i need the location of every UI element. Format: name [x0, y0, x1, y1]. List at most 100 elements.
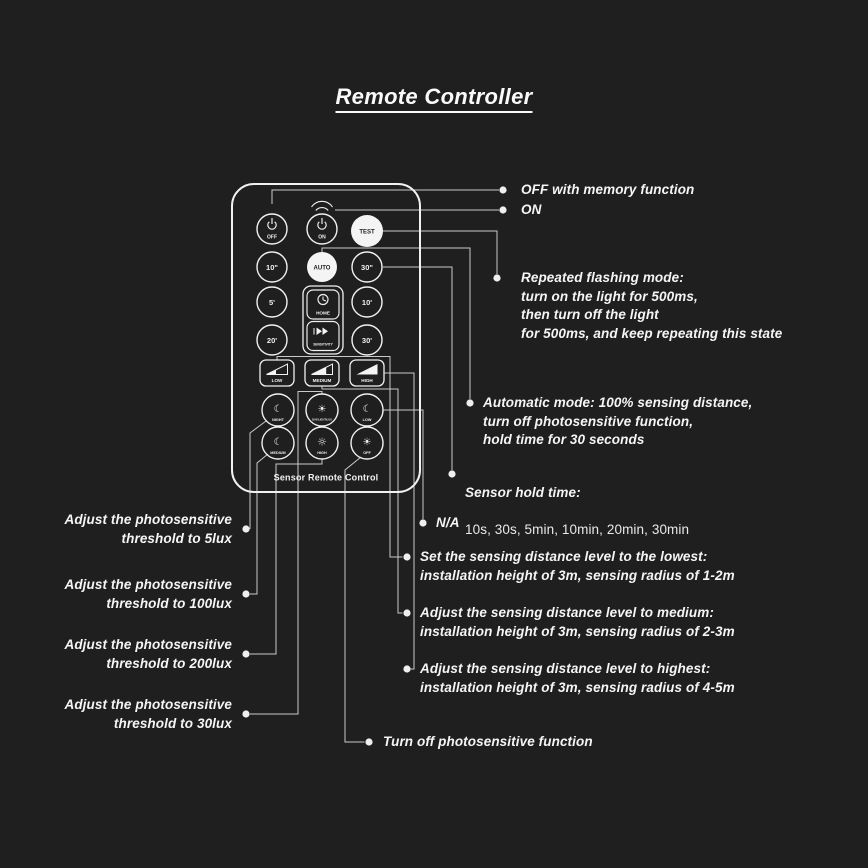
callout-line-lux5 [249, 420, 267, 529]
callout-line-lux200 [250, 459, 323, 655]
timer-5m-label: 5' [269, 298, 275, 307]
annotation-distance-high: Adjust the sensing distance level to hig… [420, 661, 735, 695]
sun-icon: ☀ [318, 404, 327, 415]
remote-body [231, 183, 421, 493]
callout-line-flashing [383, 230, 498, 274]
callout-dot-automatic [466, 399, 474, 407]
callout-line-lux30 [250, 391, 323, 715]
sun-outline-icon: ☼ [317, 436, 327, 449]
power-icon [267, 218, 277, 230]
test-button: TEST [351, 215, 383, 247]
timer-30m-label: 30' [362, 336, 372, 345]
annotation-lux5: Adjust the photosensitive threshold to 5… [64, 512, 232, 546]
callout-dot-photo-off [365, 738, 373, 746]
auto-button: AUTO [307, 252, 337, 282]
signal-waves-icon [311, 200, 333, 211]
moon-icon: ☾ [274, 437, 283, 448]
night-button: ☾ NIGHT [261, 393, 295, 427]
annotation-flashing: Repeated flashing mode: turn on the ligh… [521, 270, 783, 341]
timer-10s-label: 10" [266, 263, 278, 272]
power-icon [317, 218, 327, 230]
sun-icon: ☀ [363, 437, 372, 448]
timer-5m-button: 5' [256, 286, 288, 318]
callout-dot-lux5 [242, 525, 250, 533]
on-button-label: ON [318, 235, 326, 241]
off-button-label: OFF [267, 235, 277, 241]
timer-10m-button: 10' [351, 286, 383, 318]
fast-forward-icon [313, 327, 328, 335]
daylight-button-label: DAY/LIGHT/LUX [312, 418, 332, 422]
home-button: HOME [306, 289, 340, 320]
home-sensitivity-panel [302, 285, 344, 355]
on-button: ON [306, 213, 338, 245]
callout-dot-distance-high [403, 665, 411, 673]
annotation-distance-low: Set the sensing distance level to the lo… [420, 549, 735, 583]
distance-medium-label: MEDIUM [313, 378, 332, 383]
annotation-lux30: Adjust the photosensitive threshold to 3… [64, 697, 232, 731]
callout-dot-na [419, 519, 427, 527]
auto-button-label: AUTO [314, 266, 331, 272]
callout-dot-lux200 [242, 650, 250, 658]
ramp-medium-icon [311, 363, 333, 375]
timer-10s-button: 10" [256, 251, 288, 283]
moon-icon: ☾ [363, 404, 372, 415]
ramp-high-icon [356, 364, 378, 375]
distance-low-button: LOW [259, 359, 295, 387]
distance-high-label: HIGH [361, 378, 373, 383]
callout-dot-lux100 [242, 590, 250, 598]
lux-off-button: ☀ OFF [350, 426, 384, 460]
ramp-low-icon [266, 363, 288, 375]
off-button: OFF [256, 213, 288, 245]
timer-30m-button: 30' [351, 324, 383, 356]
callout-line-photo-off [344, 456, 365, 743]
callout-dot-lux30 [242, 710, 250, 718]
remote-footer-label: Sensor Remote Control [274, 473, 379, 483]
remote-control: OFF ON TEST 10" AUTO [231, 183, 421, 493]
callout-dot-distance-low [403, 553, 411, 561]
callout-dot-distance-medium [403, 609, 411, 617]
callout-dot-on [499, 206, 507, 214]
annotation-distance-medium: Adjust the sensing distance level to med… [420, 605, 735, 639]
callout-line-lux100 [250, 453, 269, 595]
callout-line-distance-medium [321, 386, 403, 614]
lux-high-button: ☼ HIGH [305, 426, 339, 460]
annotation-hold-time-title: Sensor hold time: [465, 484, 581, 500]
callout-line-distance-low [276, 356, 403, 558]
callout-line-automatic [321, 247, 471, 399]
callout-dot-hold-time [448, 470, 456, 478]
timer-20m-label: 20' [267, 336, 277, 345]
clock-icon [317, 293, 329, 306]
callout-dots [242, 186, 507, 746]
timer-30s-button: 30" [351, 251, 383, 283]
distance-low-label: LOW [272, 378, 283, 383]
annotation-photo-off: Turn off photosensitive function [383, 734, 593, 749]
annotation-hold-time-values: 10s, 30s, 5min, 10min, 20min, 30min [465, 521, 690, 537]
lux-off-button-label: OFF [363, 451, 371, 455]
timer-30s-label: 30" [361, 263, 373, 272]
callout-dot-flashing [493, 274, 501, 282]
annotation-on: ON [521, 202, 542, 217]
test-button-label: TEST [359, 230, 375, 236]
timer-10m-label: 10' [362, 298, 372, 307]
sensitivity-button-label: SENSITIVITY [313, 343, 333, 347]
callout-line-na [383, 409, 424, 519]
annotation-lux100: Adjust the photosensitive threshold to 1… [64, 577, 232, 611]
callout-line-off [271, 189, 499, 204]
lux-high-button-label: HIGH [317, 451, 327, 455]
lux-low-button-label: LOW [363, 418, 372, 422]
distance-medium-button: MEDIUM [304, 359, 340, 387]
distance-high-button: HIGH [349, 359, 385, 387]
lux-low-button: ☾ LOW [350, 393, 384, 427]
annotation-lux200: Adjust the photosensitive threshold to 2… [64, 637, 232, 671]
moon-icon: ☾ [274, 404, 283, 415]
annotation-automatic: Automatic mode: 100% sensing distance, t… [483, 395, 753, 448]
callout-dot-off [499, 186, 507, 194]
lux-medium-button: ☾ MEDIUM [261, 426, 295, 460]
annotation-hold-time: Sensor hold time: 10s, 30s, 5min, 10min,… [465, 465, 689, 558]
callout-line-hold-time [383, 266, 453, 470]
daylight-button: ☀ DAY/LIGHT/LUX [305, 393, 339, 427]
night-button-label: NIGHT [272, 418, 284, 422]
home-button-label: HOME [316, 311, 330, 316]
